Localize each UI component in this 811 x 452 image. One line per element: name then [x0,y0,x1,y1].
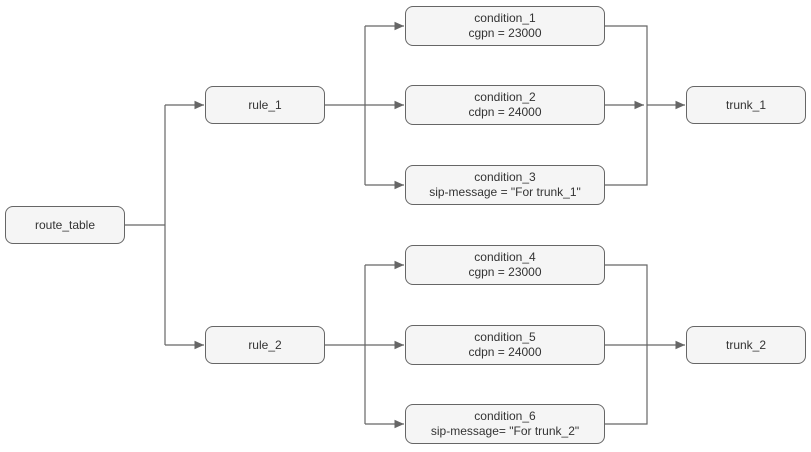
node-trunk-1-label: trunk_1 [725,97,767,112]
node-condition-2-title: condition_2 [474,90,536,104]
node-condition-3-detail: sip-message = "For trunk_1" [429,185,581,199]
node-rule-2: rule_2 [205,326,325,364]
node-condition-6: condition_6 sip-message= "For trunk_2" [405,404,605,444]
node-condition-1: condition_1 cgpn = 23000 [405,6,605,46]
node-condition-3: condition_3 sip-message = "For trunk_1" [405,165,605,205]
node-condition-1-detail: cgpn = 23000 [468,26,542,40]
node-condition-2-detail: cdpn = 24000 [468,105,542,119]
node-route-table-label: route_table [34,217,96,232]
node-condition-4-detail: cgpn = 23000 [468,265,542,279]
node-trunk-1: trunk_1 [686,86,806,124]
node-condition-6-detail: sip-message= "For trunk_2" [430,424,580,438]
node-condition-5-title: condition_5 [474,330,536,344]
node-condition-2: condition_2 cdpn = 24000 [405,85,605,125]
node-condition-6-title: condition_6 [474,409,536,423]
node-rule-1-label: rule_1 [248,97,282,112]
node-rule-2-label: rule_2 [248,337,282,352]
node-rule-1: rule_1 [205,86,325,124]
node-condition-5: condition_5 cdpn = 24000 [405,325,605,365]
node-trunk-2-label: trunk_2 [725,337,767,352]
node-condition-4: condition_4 cgpn = 23000 [405,245,605,285]
node-route-table: route_table [5,206,125,244]
node-condition-1-title: condition_1 [474,11,536,25]
node-condition-5-detail: cdpn = 24000 [468,345,542,359]
node-trunk-2: trunk_2 [686,326,806,364]
node-condition-4-title: condition_4 [474,250,536,264]
node-condition-3-title: condition_3 [474,170,536,184]
